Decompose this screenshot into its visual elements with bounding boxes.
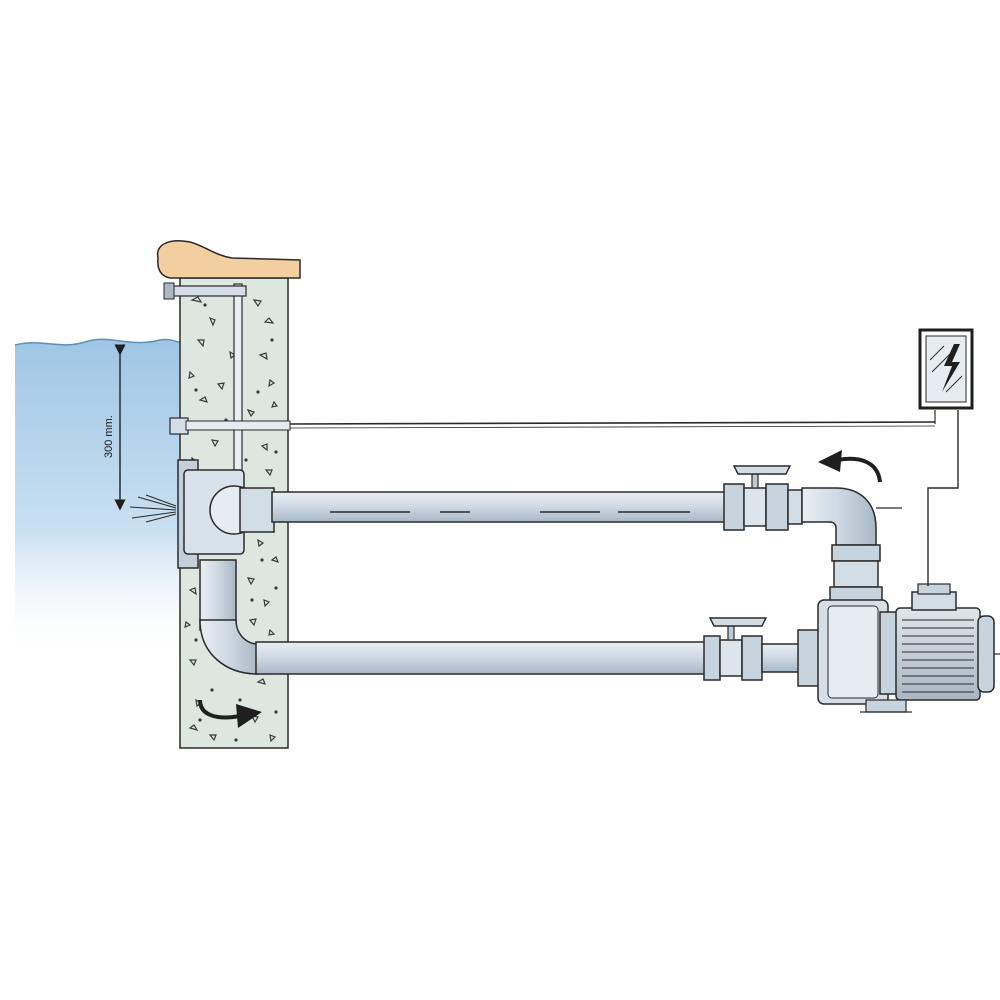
air-control-pipe xyxy=(169,410,936,435)
pressure-pipe xyxy=(271,483,803,531)
dimension-label: 300 mm. xyxy=(103,415,115,458)
ball-valve-lower[interactable] xyxy=(708,617,768,641)
pump-motor xyxy=(817,583,1000,713)
return-flow-arrow xyxy=(818,450,882,483)
power-cable xyxy=(927,410,959,586)
suction-flow-arrow xyxy=(198,699,262,728)
dimension-marker: 300 mm. xyxy=(103,344,126,511)
jet-nozzle xyxy=(129,459,275,569)
air-control-rod xyxy=(163,282,247,471)
water-surface xyxy=(14,338,183,660)
lightning-icon xyxy=(942,344,960,392)
control-panel[interactable] xyxy=(918,328,974,410)
ball-valve-upper[interactable] xyxy=(732,465,792,489)
elbow-fitting xyxy=(801,487,902,602)
suction-pipe xyxy=(199,559,821,687)
coping-stone xyxy=(156,240,301,279)
